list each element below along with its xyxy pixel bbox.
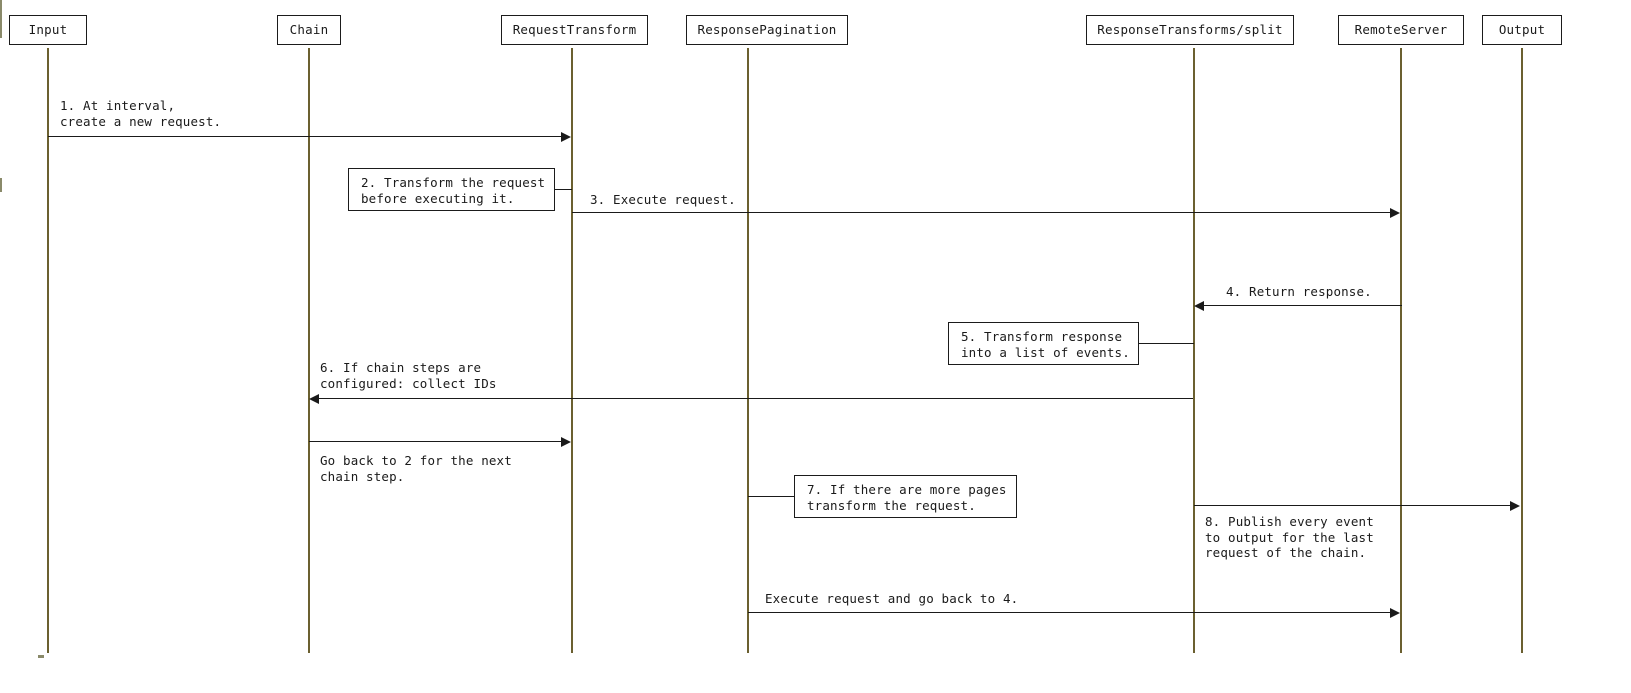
page-edge-mark-left-top xyxy=(0,0,2,38)
message-1-label: 1. At interval,create a new request. xyxy=(60,98,222,129)
participant-output[interactable]: Output xyxy=(1482,15,1562,45)
message-3-label: 3. Execute request. xyxy=(590,192,736,207)
message-goback4-arrow[interactable] xyxy=(748,612,1392,614)
message-6-arrowhead-icon xyxy=(309,394,319,404)
message-goback2-arrow[interactable] xyxy=(309,441,563,443)
message-3-arrowhead-icon xyxy=(1390,208,1400,218)
lifeline-responsetransforms-split xyxy=(1193,48,1195,653)
lifeline-input xyxy=(47,48,49,653)
participant-remoteserver[interactable]: RemoteServer xyxy=(1338,15,1464,45)
message-8-arrowhead-icon xyxy=(1510,501,1520,511)
message-4-label: 4. Return response. xyxy=(1226,284,1372,299)
message-goback4-arrowhead-icon xyxy=(1390,608,1400,618)
page-edge-mark-left-bottom xyxy=(38,655,44,658)
lifeline-requesttransform xyxy=(571,48,573,653)
message-4-arrow[interactable] xyxy=(1204,305,1402,307)
message-goback2-arrowhead-icon xyxy=(561,437,571,447)
note-5-connector xyxy=(1138,343,1194,345)
message-4-arrowhead-icon xyxy=(1194,301,1204,311)
participant-input[interactable]: Input xyxy=(9,15,87,45)
participant-responsetransforms-split[interactable]: ResponseTransforms/split xyxy=(1086,15,1294,45)
page-edge-mark-left-mid xyxy=(0,178,2,192)
message-6-arrow[interactable] xyxy=(319,398,1193,400)
participant-responsepagination[interactable]: ResponsePagination xyxy=(686,15,848,45)
message-goback4-label: Execute request and go back to 4. xyxy=(765,591,1019,606)
lifeline-output xyxy=(1521,48,1523,653)
message-8-arrow[interactable] xyxy=(1194,505,1512,507)
participant-label: ResponsePagination xyxy=(697,22,837,37)
participant-chain[interactable]: Chain xyxy=(277,15,341,45)
lifeline-chain xyxy=(308,48,310,653)
participant-requesttransform[interactable]: RequestTransform xyxy=(501,15,648,45)
message-3-arrow[interactable] xyxy=(572,212,1392,214)
participant-label: Input xyxy=(28,22,68,37)
participant-label: Chain xyxy=(289,22,329,37)
participant-label: ResponseTransforms/split xyxy=(1097,22,1283,37)
note-2-connector xyxy=(554,189,572,191)
lifeline-remoteserver xyxy=(1400,48,1402,653)
message-1-arrow[interactable] xyxy=(48,136,563,138)
participant-label: RequestTransform xyxy=(512,22,637,37)
note-7-connector xyxy=(748,496,795,498)
participant-label: Output xyxy=(1498,22,1546,37)
message-1-arrowhead-icon xyxy=(561,132,571,142)
participant-label: RemoteServer xyxy=(1354,22,1448,37)
lifeline-responsepagination xyxy=(747,48,749,653)
